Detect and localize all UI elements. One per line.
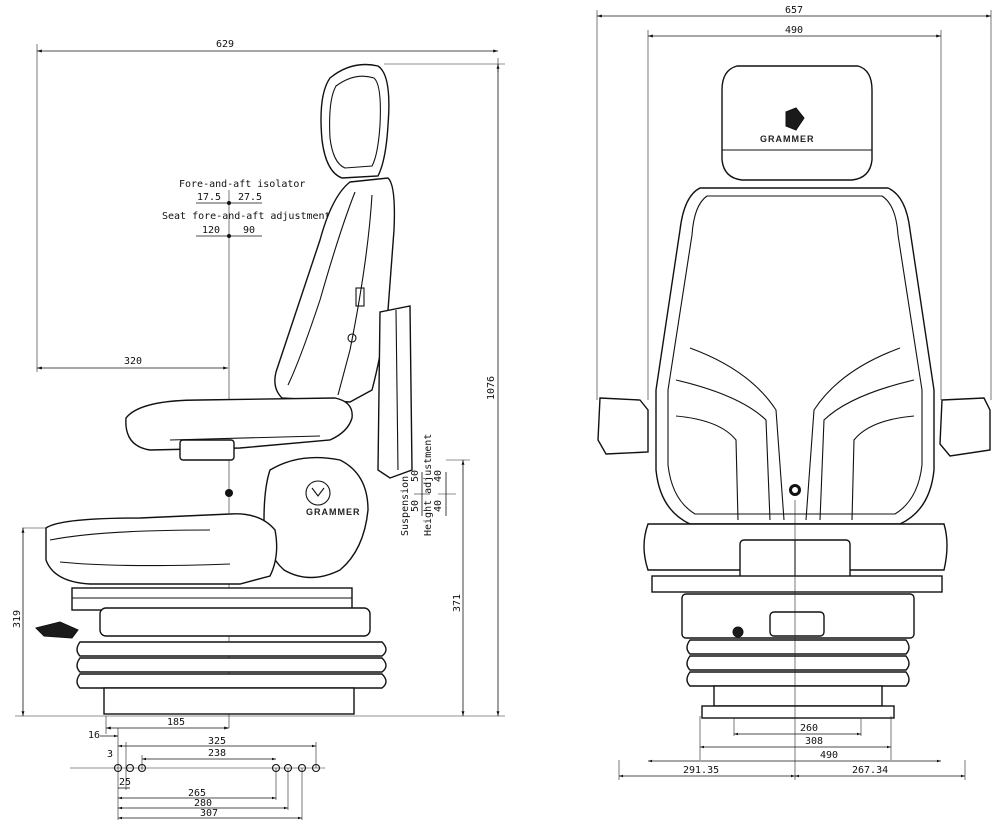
dim-1076-label: 1076 xyxy=(486,376,497,400)
dim-308-label: 308 xyxy=(805,736,823,747)
dim-490-bottom-label: 490 xyxy=(820,750,838,761)
suspension-label: Suspension stroke xyxy=(400,434,411,536)
dim-260-label: 260 xyxy=(800,723,818,734)
isolator-left-value: 17.5 xyxy=(197,192,221,203)
hole-325-label: 325 xyxy=(208,736,226,747)
height-up-value: 40 xyxy=(433,470,444,482)
mechanism-logo: GRAMMER xyxy=(306,507,361,517)
side-view: 629 1076 320 Fore-and-aft isolator 17.5 … xyxy=(12,39,505,820)
hole-25-label: 25 xyxy=(119,777,131,788)
dim-185-label: 185 xyxy=(167,717,185,728)
grammer-logo: GRAMMER xyxy=(760,107,815,144)
seat-side-outline: GRAMMER xyxy=(35,63,413,715)
suspension-down-value: 50 xyxy=(410,500,421,512)
hole-16-label: 16 xyxy=(88,730,100,741)
dim-overall-depth: 629 xyxy=(36,39,499,372)
dim-629-label: 629 xyxy=(216,39,234,50)
hole-280-label: 280 xyxy=(194,798,212,809)
dim-319-label: 319 xyxy=(12,610,23,628)
adjustment-right-value: 90 xyxy=(243,225,255,236)
dim-headrest-offset: 320 xyxy=(37,356,228,370)
dim-267-label: 267.34 xyxy=(852,765,888,776)
dim-291-label: 291.35 xyxy=(683,765,719,776)
dim-320-label: 320 xyxy=(124,356,142,367)
brand-label: GRAMMER xyxy=(760,134,815,144)
hole-238-label: 238 xyxy=(208,748,226,759)
front-view: 657 490 GRAMMER xyxy=(596,5,992,780)
seat-front-outline: GRAMMER xyxy=(597,65,991,719)
hole-3-label: 3 xyxy=(107,749,113,760)
adjustment-label: Seat fore-and-aft adjustment xyxy=(162,211,331,222)
isolator-right-value: 27.5 xyxy=(238,192,262,203)
dim-371-label: 371 xyxy=(452,594,463,612)
hole-265-label: 265 xyxy=(188,788,206,799)
suspension-up-value: 50 xyxy=(410,470,421,482)
height-down-value: 40 xyxy=(433,500,444,512)
dim-490-top-label: 490 xyxy=(785,25,803,36)
height-label: Height adjustment xyxy=(423,434,434,536)
isolator-label: Fore-and-aft isolator xyxy=(179,179,305,190)
dim-657-label: 657 xyxy=(785,5,803,16)
dim-overall-height: 1076 xyxy=(384,63,505,716)
adjustment-left-value: 120 xyxy=(202,225,220,236)
hole-307-label: 307 xyxy=(200,808,218,819)
hole-pattern: 16 325 3 238 25 265 280 307 xyxy=(70,728,325,820)
